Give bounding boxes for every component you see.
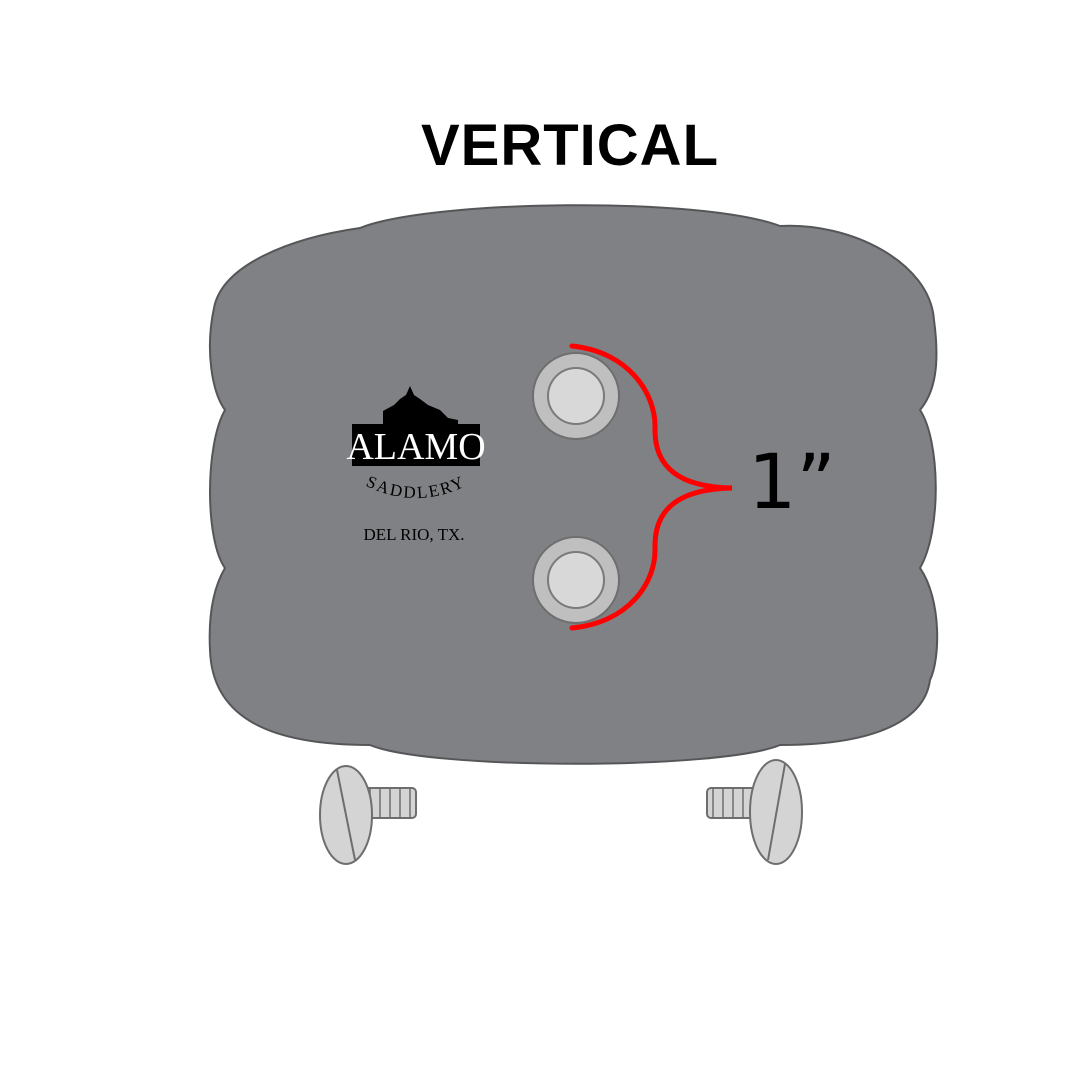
chicago-screw-right <box>706 759 803 865</box>
logo-name-bar <box>352 424 480 466</box>
screw-post-top <box>532 352 620 440</box>
chicago-screw-left <box>319 765 417 865</box>
alamo-building-icon <box>383 386 458 426</box>
leather-plate <box>208 204 939 765</box>
logo-name: ALAMO <box>346 426 485 468</box>
measurement-bracket <box>569 343 733 631</box>
chicago-screw-icon <box>706 759 803 865</box>
logo-location: DEL RIO, TX. <box>363 525 464 544</box>
measurement-label: 1” <box>748 437 836 526</box>
screw-post-bottom <box>532 536 620 624</box>
page-title: VERTICAL <box>421 113 719 178</box>
chicago-screw-icon <box>319 765 417 865</box>
